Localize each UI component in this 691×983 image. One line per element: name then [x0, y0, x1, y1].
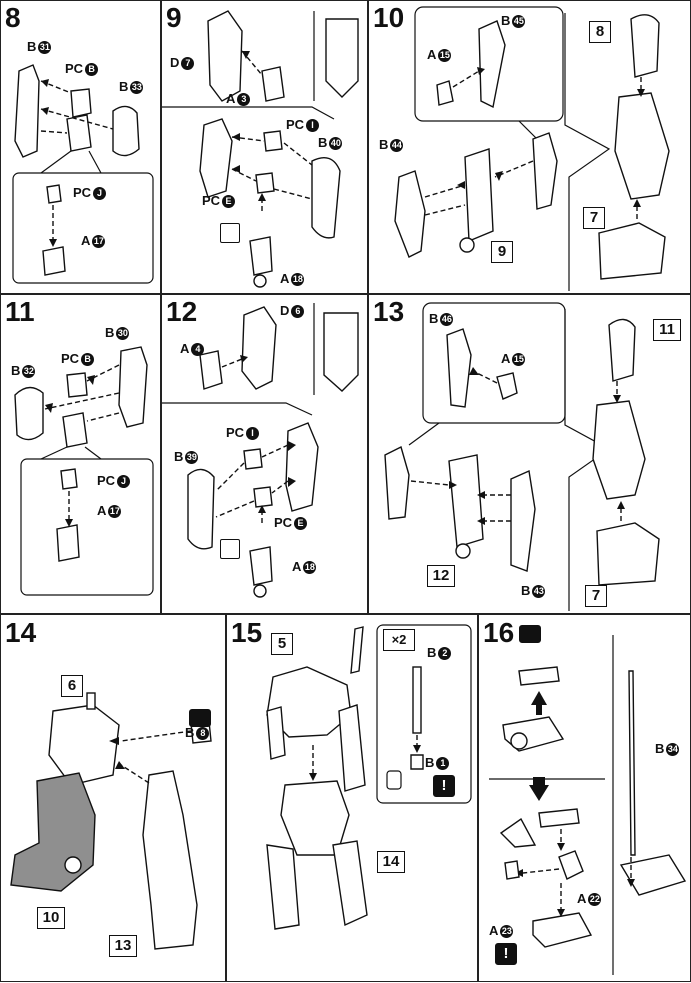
step-15-illustration	[266, 624, 472, 930]
step-12-illustration	[162, 303, 359, 598]
ref-part-8: 8	[589, 21, 611, 43]
ref-part-12: 12	[427, 565, 455, 587]
step-8-illustration	[12, 64, 154, 284]
ref-part-5: 5	[271, 633, 293, 655]
warning-icon: !	[495, 943, 517, 965]
step-number: 8	[5, 2, 21, 33]
ref-part-7: 7	[585, 585, 607, 607]
sticker-marker	[220, 539, 240, 559]
warning-icon: !	[433, 775, 455, 797]
ref-part-13: 13	[109, 935, 137, 957]
step-number: 14	[5, 617, 37, 648]
step-14-illustration	[10, 692, 212, 950]
step-number: 11	[5, 296, 35, 327]
step-9-illustration	[162, 10, 359, 288]
ref-part-6: 6	[61, 675, 83, 697]
ref-part-7: 7	[583, 207, 605, 229]
step-number: 13	[373, 296, 405, 327]
pc-icon	[519, 625, 541, 643]
ref-part-10: 10	[37, 907, 65, 929]
step-11-illustration	[14, 346, 154, 596]
quantity-badge: ×2	[383, 629, 415, 651]
sticker-marker	[220, 223, 240, 243]
step-number: 12	[166, 296, 198, 327]
step-number: 9	[166, 2, 182, 33]
ref-part-9: 9	[491, 241, 513, 263]
step-number: 10	[373, 2, 405, 33]
step-16-illustration	[489, 635, 687, 975]
step-10-illustration	[394, 6, 670, 291]
step-13-illustration	[384, 302, 660, 611]
ref-part-11: 11	[653, 319, 681, 341]
step-number: 15	[231, 617, 263, 648]
ref-part-14: 14	[377, 851, 405, 873]
pc-icon	[189, 709, 211, 727]
step-number: 16	[483, 617, 515, 648]
